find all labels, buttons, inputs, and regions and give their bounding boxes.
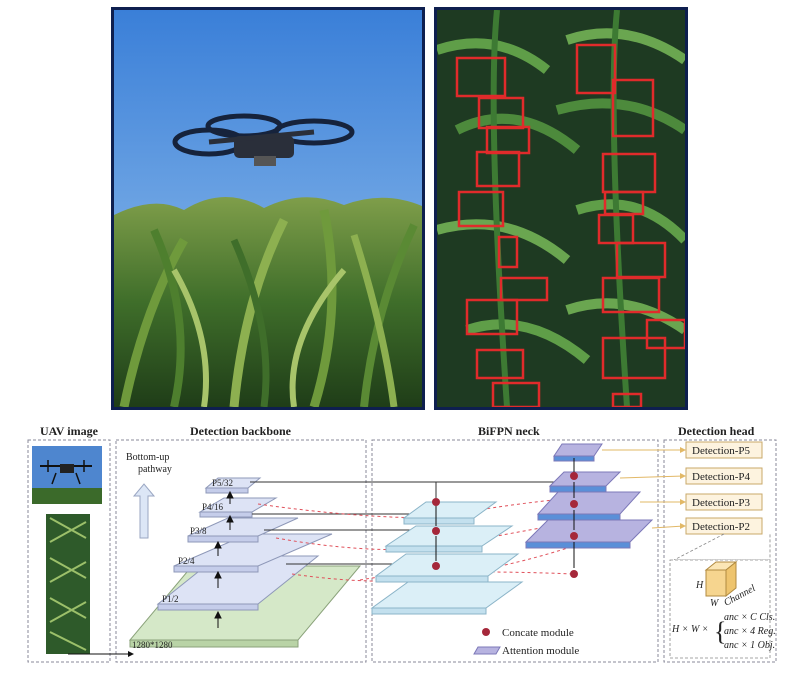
legend-concat-icon (482, 628, 490, 636)
corn-leaves (437, 10, 685, 407)
legend-attention-icon (473, 646, 501, 655)
tassel-bounding-boxes (455, 43, 685, 407)
corn-strip-thumbnail (46, 514, 90, 654)
tensor-cube-icon (704, 560, 738, 598)
attention-layers (524, 443, 654, 549)
formula-obj: anc × 1 Obj. (724, 640, 775, 651)
head-frame (663, 439, 777, 663)
detection-head: Detection-P5 Detection-P4 Detection-P3 D… (685, 441, 763, 535)
pathway-arrow-icon (132, 483, 156, 539)
detection-box-p3 (685, 493, 763, 511)
architecture-diagram: UAV image Detection backbone BiFPN neck … (27, 424, 777, 663)
output-panel: H W Channel H × W × { anc × C Cls. anc ×… (669, 533, 776, 659)
section-title-uav: UAV image (40, 424, 99, 438)
legend: Concate module Attention module (473, 627, 579, 657)
tensor-axis-w: W (710, 598, 720, 609)
tensor-axis-h: H (695, 580, 704, 591)
backbone-frame (115, 439, 367, 663)
level-label-p1: P1/2 (162, 594, 179, 604)
neck-arrows (435, 458, 575, 568)
section-title-backbone: Detection backbone (190, 424, 292, 438)
detection-label-p4: Detection-P4 (692, 471, 751, 483)
detection-label-p3: Detection-P3 (692, 497, 751, 509)
level-label-p4: P4/16 (202, 502, 224, 512)
uav-thumbnail (32, 446, 102, 504)
formula-reg: anc × 4 Reg. (724, 626, 776, 637)
backbone-pyramid: 1280*1280 P1/2 P2/4 P3/8 P4/16 P5/32 (128, 477, 362, 650)
level-label-p5: P5/32 (212, 478, 233, 488)
detection-label-p5: Detection-P5 (692, 445, 751, 457)
neck-pyramid (370, 501, 524, 615)
section-title-neck: BiFPN neck (478, 424, 540, 438)
legend-attention-label: Attention module (502, 645, 579, 657)
pathway-label-line2: pathway (138, 464, 172, 475)
formula-cls: anc × C Cls. (724, 612, 775, 623)
head-connectors (602, 449, 685, 529)
backbone-up-arrows (214, 490, 234, 628)
tassel-detection-photo (434, 7, 688, 410)
formula-brace: { (714, 617, 726, 646)
input-size-label: 1280*1280 (132, 640, 173, 650)
detection-box-p4 (685, 467, 763, 485)
formula-prefix: H × W × (671, 624, 709, 635)
concat-nodes (432, 472, 578, 578)
detection-label-p2: Detection-P2 (692, 521, 750, 533)
level-label-p3: P3/8 (190, 526, 207, 536)
neck-frame (371, 439, 659, 663)
legend-concat-label: Concate module (502, 627, 574, 639)
level-label-p2: P2/4 (178, 556, 195, 566)
uav-image-frame (27, 439, 111, 663)
detection-box-p5 (685, 441, 763, 459)
pathway-label-line1: Bottom-up (126, 452, 169, 463)
drone-icon (172, 113, 355, 166)
corn-plants (114, 196, 422, 407)
drone-over-cornfield-photo (111, 7, 425, 410)
section-title-head: Detection head (678, 424, 755, 438)
